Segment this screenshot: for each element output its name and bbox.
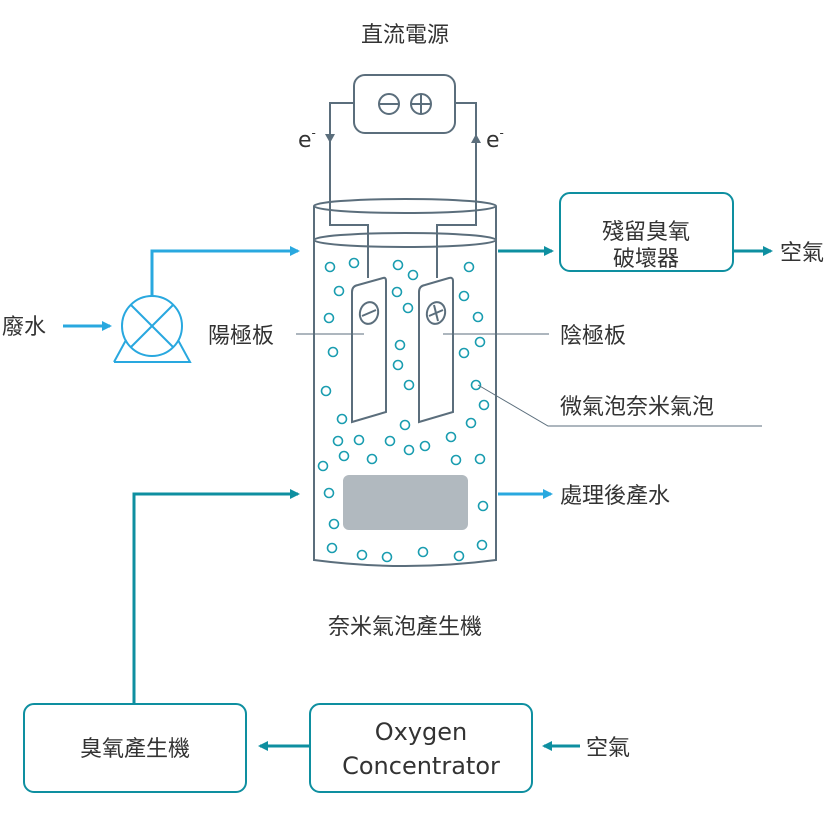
electron-label-left: e- — [298, 126, 316, 153]
power-supply-title: 直流電源 — [361, 23, 449, 48]
bubble — [453, 550, 465, 562]
bubbles-label: 微氣泡奈米氣泡 — [560, 395, 714, 420]
bubble — [356, 549, 368, 561]
plus-circle-icon — [425, 301, 447, 325]
oxygen-concentrator-box — [309, 703, 533, 793]
bubble — [381, 551, 393, 563]
ozone-destroyer-label-1: 殘留臭氧 — [602, 220, 690, 245]
bubble — [384, 435, 396, 447]
treated-water-label: 處理後產水 — [560, 484, 670, 509]
waste-water-label: 廢水 — [2, 315, 46, 340]
ozone-to-tank-arrow — [132, 489, 300, 703]
bubble — [338, 450, 350, 462]
bubble — [419, 440, 431, 452]
bubble — [333, 285, 345, 297]
bubble — [450, 454, 462, 466]
oxygen-concentrator-label-1: Oxygen — [375, 718, 468, 746]
bubble — [399, 419, 411, 431]
bubble — [470, 379, 482, 391]
bubble — [477, 500, 489, 512]
bubble — [348, 257, 360, 269]
ozone-destroyer-box — [559, 192, 734, 272]
bubble — [474, 336, 486, 348]
bubble — [403, 444, 415, 456]
bubble — [324, 261, 336, 273]
ozone-generator-box — [23, 703, 247, 793]
electron-flow-down-arrow-icon — [325, 134, 335, 143]
bubble — [323, 312, 335, 324]
nanobubble-tank — [313, 198, 497, 567]
bubble — [417, 546, 429, 558]
bubble — [402, 302, 414, 314]
bubbles-leader-line — [477, 384, 762, 427]
bubble — [392, 259, 404, 271]
ozone-generator-label: 臭氧產生機 — [80, 737, 190, 762]
bubble — [403, 379, 415, 391]
generator-label: 奈米氣泡產生機 — [328, 615, 482, 640]
bubble — [332, 435, 344, 447]
bubble — [392, 359, 404, 371]
bubble — [327, 346, 339, 358]
bubble — [407, 269, 419, 281]
bubble — [328, 518, 340, 530]
anode-plate — [351, 276, 387, 424]
cathode-label: 陰極板 — [560, 324, 626, 349]
anode-label: 陽極板 — [208, 324, 274, 349]
pump-icon — [113, 295, 192, 363]
oxygen-concentrator-label-2: Concentrator — [342, 752, 500, 780]
cathode-plate — [418, 276, 454, 424]
bubble — [323, 487, 335, 499]
bubble — [472, 311, 484, 323]
power-supply — [353, 74, 456, 134]
bubble — [320, 385, 332, 397]
air-input-label: 空氣 — [586, 736, 630, 761]
electron-flow-up-arrow-icon — [471, 134, 481, 143]
bubble — [465, 417, 477, 429]
electron-label-right: e- — [486, 126, 504, 153]
minus-circle-icon — [378, 93, 400, 115]
bubble — [353, 434, 365, 446]
plus-circle-icon — [410, 93, 432, 115]
bubble — [366, 453, 378, 465]
bubble — [476, 539, 488, 551]
bubble — [458, 290, 470, 302]
ozone-destroyer-label-2: 破壞器 — [613, 247, 679, 272]
bubble — [445, 431, 457, 443]
bubble — [458, 347, 470, 359]
bubble — [336, 413, 348, 425]
bubble — [478, 399, 490, 411]
bubble — [391, 286, 403, 298]
bubble — [317, 460, 329, 472]
pump-to-tank-arrow — [150, 246, 300, 296]
wires — [329, 102, 477, 278]
air-output-label: 空氣 — [780, 241, 824, 266]
minus-circle-icon — [358, 301, 380, 325]
diffuser-block — [343, 475, 468, 530]
bubble — [474, 453, 486, 465]
bubble — [326, 542, 338, 554]
bubble — [463, 261, 475, 273]
bubbles — [317, 257, 490, 563]
bubble — [394, 339, 406, 351]
